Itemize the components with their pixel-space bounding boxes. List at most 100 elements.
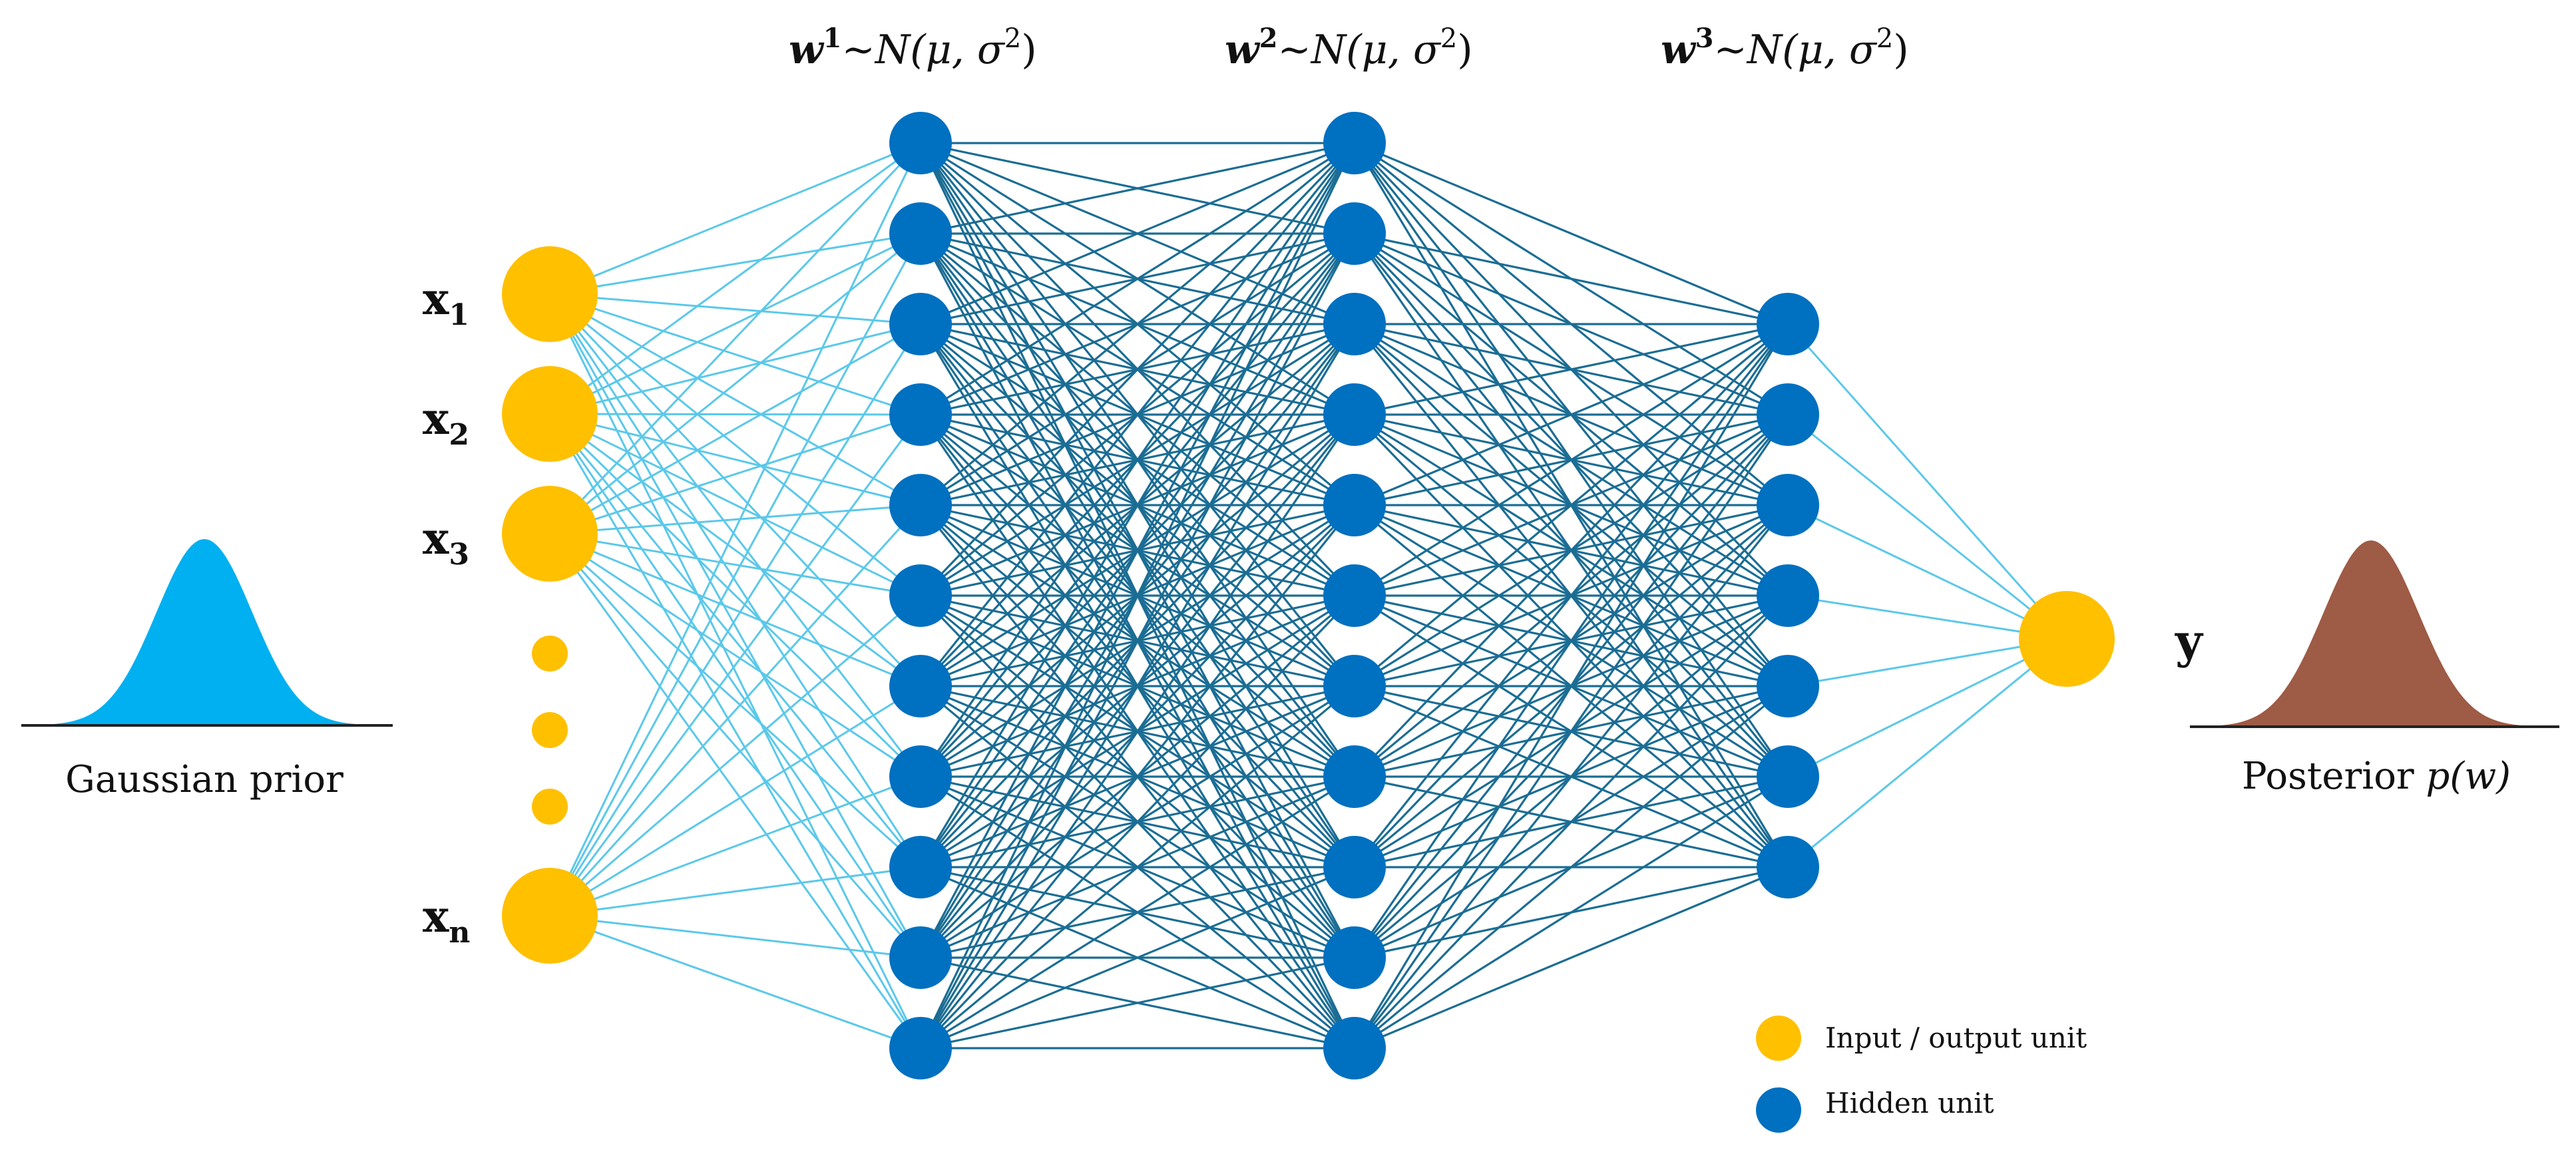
input-edge — [549, 293, 921, 416]
input-edge — [549, 413, 921, 416]
output-edge — [1787, 638, 2067, 868]
hidden-unit — [889, 655, 952, 717]
output-edge — [1787, 413, 2067, 640]
hidden-edge — [1353, 323, 1789, 687]
prior-caption: Gaussian prior — [65, 758, 343, 801]
hidden-unit — [889, 745, 952, 808]
prior-curve — [18, 539, 391, 725]
hidden-edge — [919, 142, 1356, 1049]
hidden-unit — [1323, 655, 1386, 717]
input-unit — [502, 486, 598, 582]
hidden-edge — [920, 866, 1355, 1050]
hidden-edge — [919, 142, 1356, 506]
output-unit — [2019, 591, 2115, 687]
input-edge — [549, 232, 921, 295]
hidden-edge — [919, 594, 1356, 1050]
input-edge — [548, 233, 922, 916]
input-label-x3: x3 — [423, 512, 469, 572]
input-edge — [549, 532, 921, 778]
hidden-unit — [1757, 383, 1819, 446]
input-edge — [549, 914, 921, 959]
input-unit — [502, 366, 598, 462]
hidden-unit — [889, 293, 952, 355]
hidden-unit — [889, 836, 952, 898]
input-edge — [548, 533, 922, 1049]
output-label-y: y — [2175, 614, 2204, 669]
input-unit — [502, 868, 598, 964]
weight-label-3: w3~N(μ, σ2) — [1661, 23, 1909, 73]
hidden-unit — [889, 926, 952, 989]
input-edge — [548, 414, 922, 916]
hidden-edge — [919, 323, 1356, 1049]
hidden-edge — [919, 142, 1356, 958]
gaussian-prior: Gaussian prior — [18, 539, 393, 801]
posterior-curve — [2185, 540, 2557, 727]
hidden-edge — [1353, 323, 1789, 778]
input-edge — [548, 293, 922, 868]
hidden-unit — [1757, 836, 1819, 898]
hidden-edge — [920, 142, 1355, 325]
legend-input-output-swatch — [1756, 1016, 1801, 1061]
hidden-edge — [1353, 323, 1789, 1049]
hidden-edge — [1354, 323, 1789, 597]
input-edge — [549, 323, 921, 415]
posterior-distribution: Posterior p(w) — [2185, 540, 2559, 798]
input-edge — [549, 413, 921, 535]
input-label-xn: xn — [423, 890, 470, 950]
hidden-edge — [1353, 323, 1789, 958]
hidden-edge — [919, 142, 1356, 687]
input-edge — [549, 232, 921, 415]
connection-edges — [548, 142, 2068, 1050]
hidden-unit — [889, 202, 952, 265]
input-edge — [548, 504, 922, 917]
input-edge — [548, 533, 922, 958]
hidden-edge — [919, 142, 1356, 597]
input-edge — [549, 685, 921, 917]
hidden-unit — [1323, 112, 1386, 174]
input-edge — [549, 293, 921, 506]
hidden-unit — [889, 383, 952, 446]
hidden-edge — [1354, 142, 1789, 325]
input-edge — [548, 293, 922, 777]
input-edge — [549, 532, 921, 597]
hidden-unit — [1323, 474, 1386, 536]
hidden-unit — [1323, 745, 1386, 808]
hidden-unit — [1323, 564, 1386, 627]
ellipsis-dot — [532, 636, 568, 671]
hidden-edge — [1353, 323, 1789, 868]
hidden-unit — [889, 474, 952, 536]
hidden-edge — [1354, 775, 1789, 1050]
input-edge — [548, 413, 922, 1049]
hidden-edge — [920, 142, 1355, 235]
input-edge — [549, 142, 921, 295]
input-edge — [549, 866, 921, 917]
input-edge — [549, 413, 921, 506]
hidden-edge — [919, 142, 1356, 868]
input-unit — [502, 246, 598, 342]
input-edge — [548, 293, 922, 1049]
hidden-edge — [919, 233, 1356, 1049]
output-edge — [1787, 323, 2068, 640]
posterior-caption: Posterior p(w) — [2242, 755, 2511, 798]
weight-label-1: w1~N(μ, σ2) — [789, 23, 1037, 73]
output-edge — [1787, 504, 2067, 640]
hidden-unit — [1323, 1017, 1386, 1079]
input-edge — [549, 413, 921, 687]
input-edge — [549, 293, 921, 597]
ellipsis-dot — [532, 789, 568, 825]
weight-labels: w1~N(μ, σ2) w2~N(μ, σ2) w3~N(μ, σ2) — [789, 23, 1909, 73]
input-edge — [548, 142, 922, 916]
hidden-edge — [919, 685, 1356, 1050]
posterior-caption-text: Posterior — [2242, 755, 2426, 798]
input-edge — [548, 293, 922, 958]
input-edge — [549, 413, 921, 597]
hidden-unit — [1323, 926, 1386, 989]
hidden-edge — [920, 956, 1355, 1050]
weight-label-2: w2~N(μ, σ2) — [1225, 23, 1473, 73]
input-edge — [549, 914, 921, 1050]
hidden-unit — [889, 112, 952, 174]
hidden-edge — [1353, 414, 1789, 1049]
hidden-edge — [1353, 685, 1789, 1050]
legend-input-output-label: Input / output unit — [1825, 1022, 2087, 1054]
